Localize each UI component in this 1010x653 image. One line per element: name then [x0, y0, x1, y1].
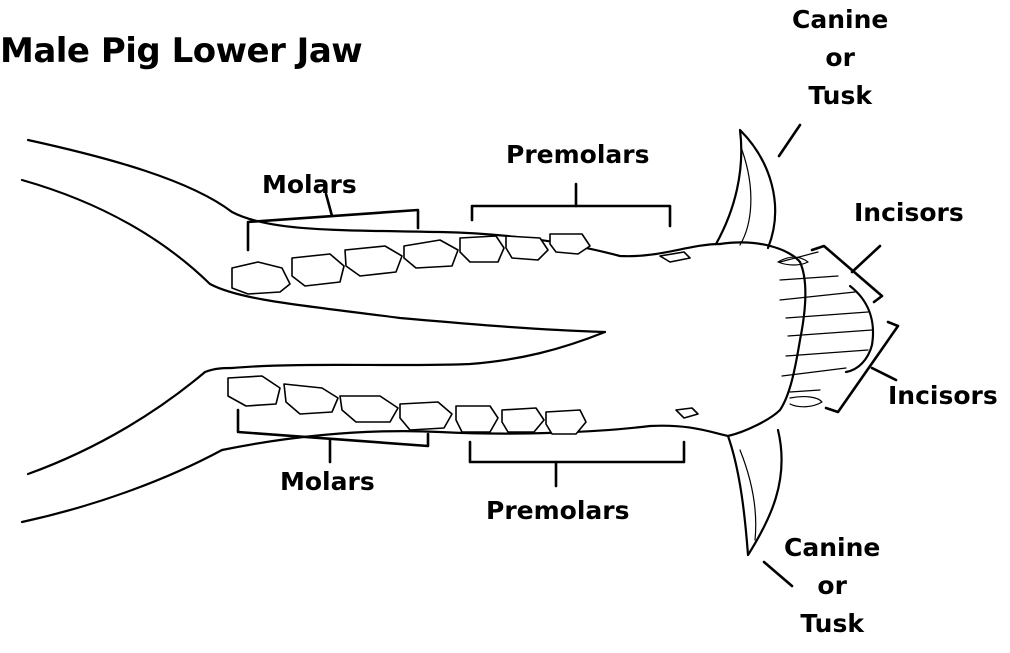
incisors-lower-label: Incisors — [888, 383, 998, 408]
incisors-upper-label: Incisors — [854, 200, 964, 225]
lower-jaw-top-edge — [28, 368, 232, 474]
premolars-upper-label: Premolars — [506, 142, 649, 167]
molars-upper-label: Molars — [262, 172, 357, 197]
upper-premolar-4 — [550, 234, 590, 254]
upper-premolar-1 — [404, 240, 458, 268]
lower-premolar-4 — [546, 410, 586, 434]
upper-molar-1 — [232, 262, 290, 294]
premolars-lower-bracket — [470, 442, 684, 462]
canine-upper-line-2: or — [825, 39, 855, 77]
upper-premolar-3 — [506, 236, 548, 260]
upper-premolar-2 — [460, 236, 504, 262]
incisor-tip — [846, 286, 873, 372]
lower-premolar-1 — [400, 402, 452, 430]
lower-premolar-2 — [456, 406, 498, 432]
premolars-lower-label: Premolars — [486, 498, 629, 523]
lower-premolar-3 — [502, 408, 544, 432]
lower-jaw-inner-edge — [232, 332, 605, 368]
upper-canine-pointer — [779, 125, 800, 156]
canine-upper-line-3: Tusk — [808, 77, 872, 115]
canine-upper-line-1: Canine — [792, 1, 888, 39]
lower-small-tooth — [676, 408, 698, 418]
upper-tusk-shape — [716, 130, 775, 248]
diagram-title: Male Pig Lower Jaw — [0, 34, 362, 68]
lower-molar-1 — [228, 376, 280, 406]
upper-molar-3 — [345, 246, 402, 276]
chin-outline — [720, 242, 805, 436]
lower-molar-3 — [340, 396, 398, 422]
canine-upper-label: Canine or Tusk — [792, 1, 888, 115]
canine-lower-line-1: Canine — [784, 529, 880, 567]
canine-lower-line-2: or — [817, 567, 847, 605]
premolars-upper-bracket — [472, 206, 670, 226]
canine-lower-label: Canine or Tusk — [784, 529, 880, 643]
molars-lower-label: Molars — [280, 469, 375, 494]
lower-molar-2 — [284, 384, 338, 414]
upper-molar-2 — [292, 254, 344, 286]
canine-lower-line-3: Tusk — [800, 605, 864, 643]
